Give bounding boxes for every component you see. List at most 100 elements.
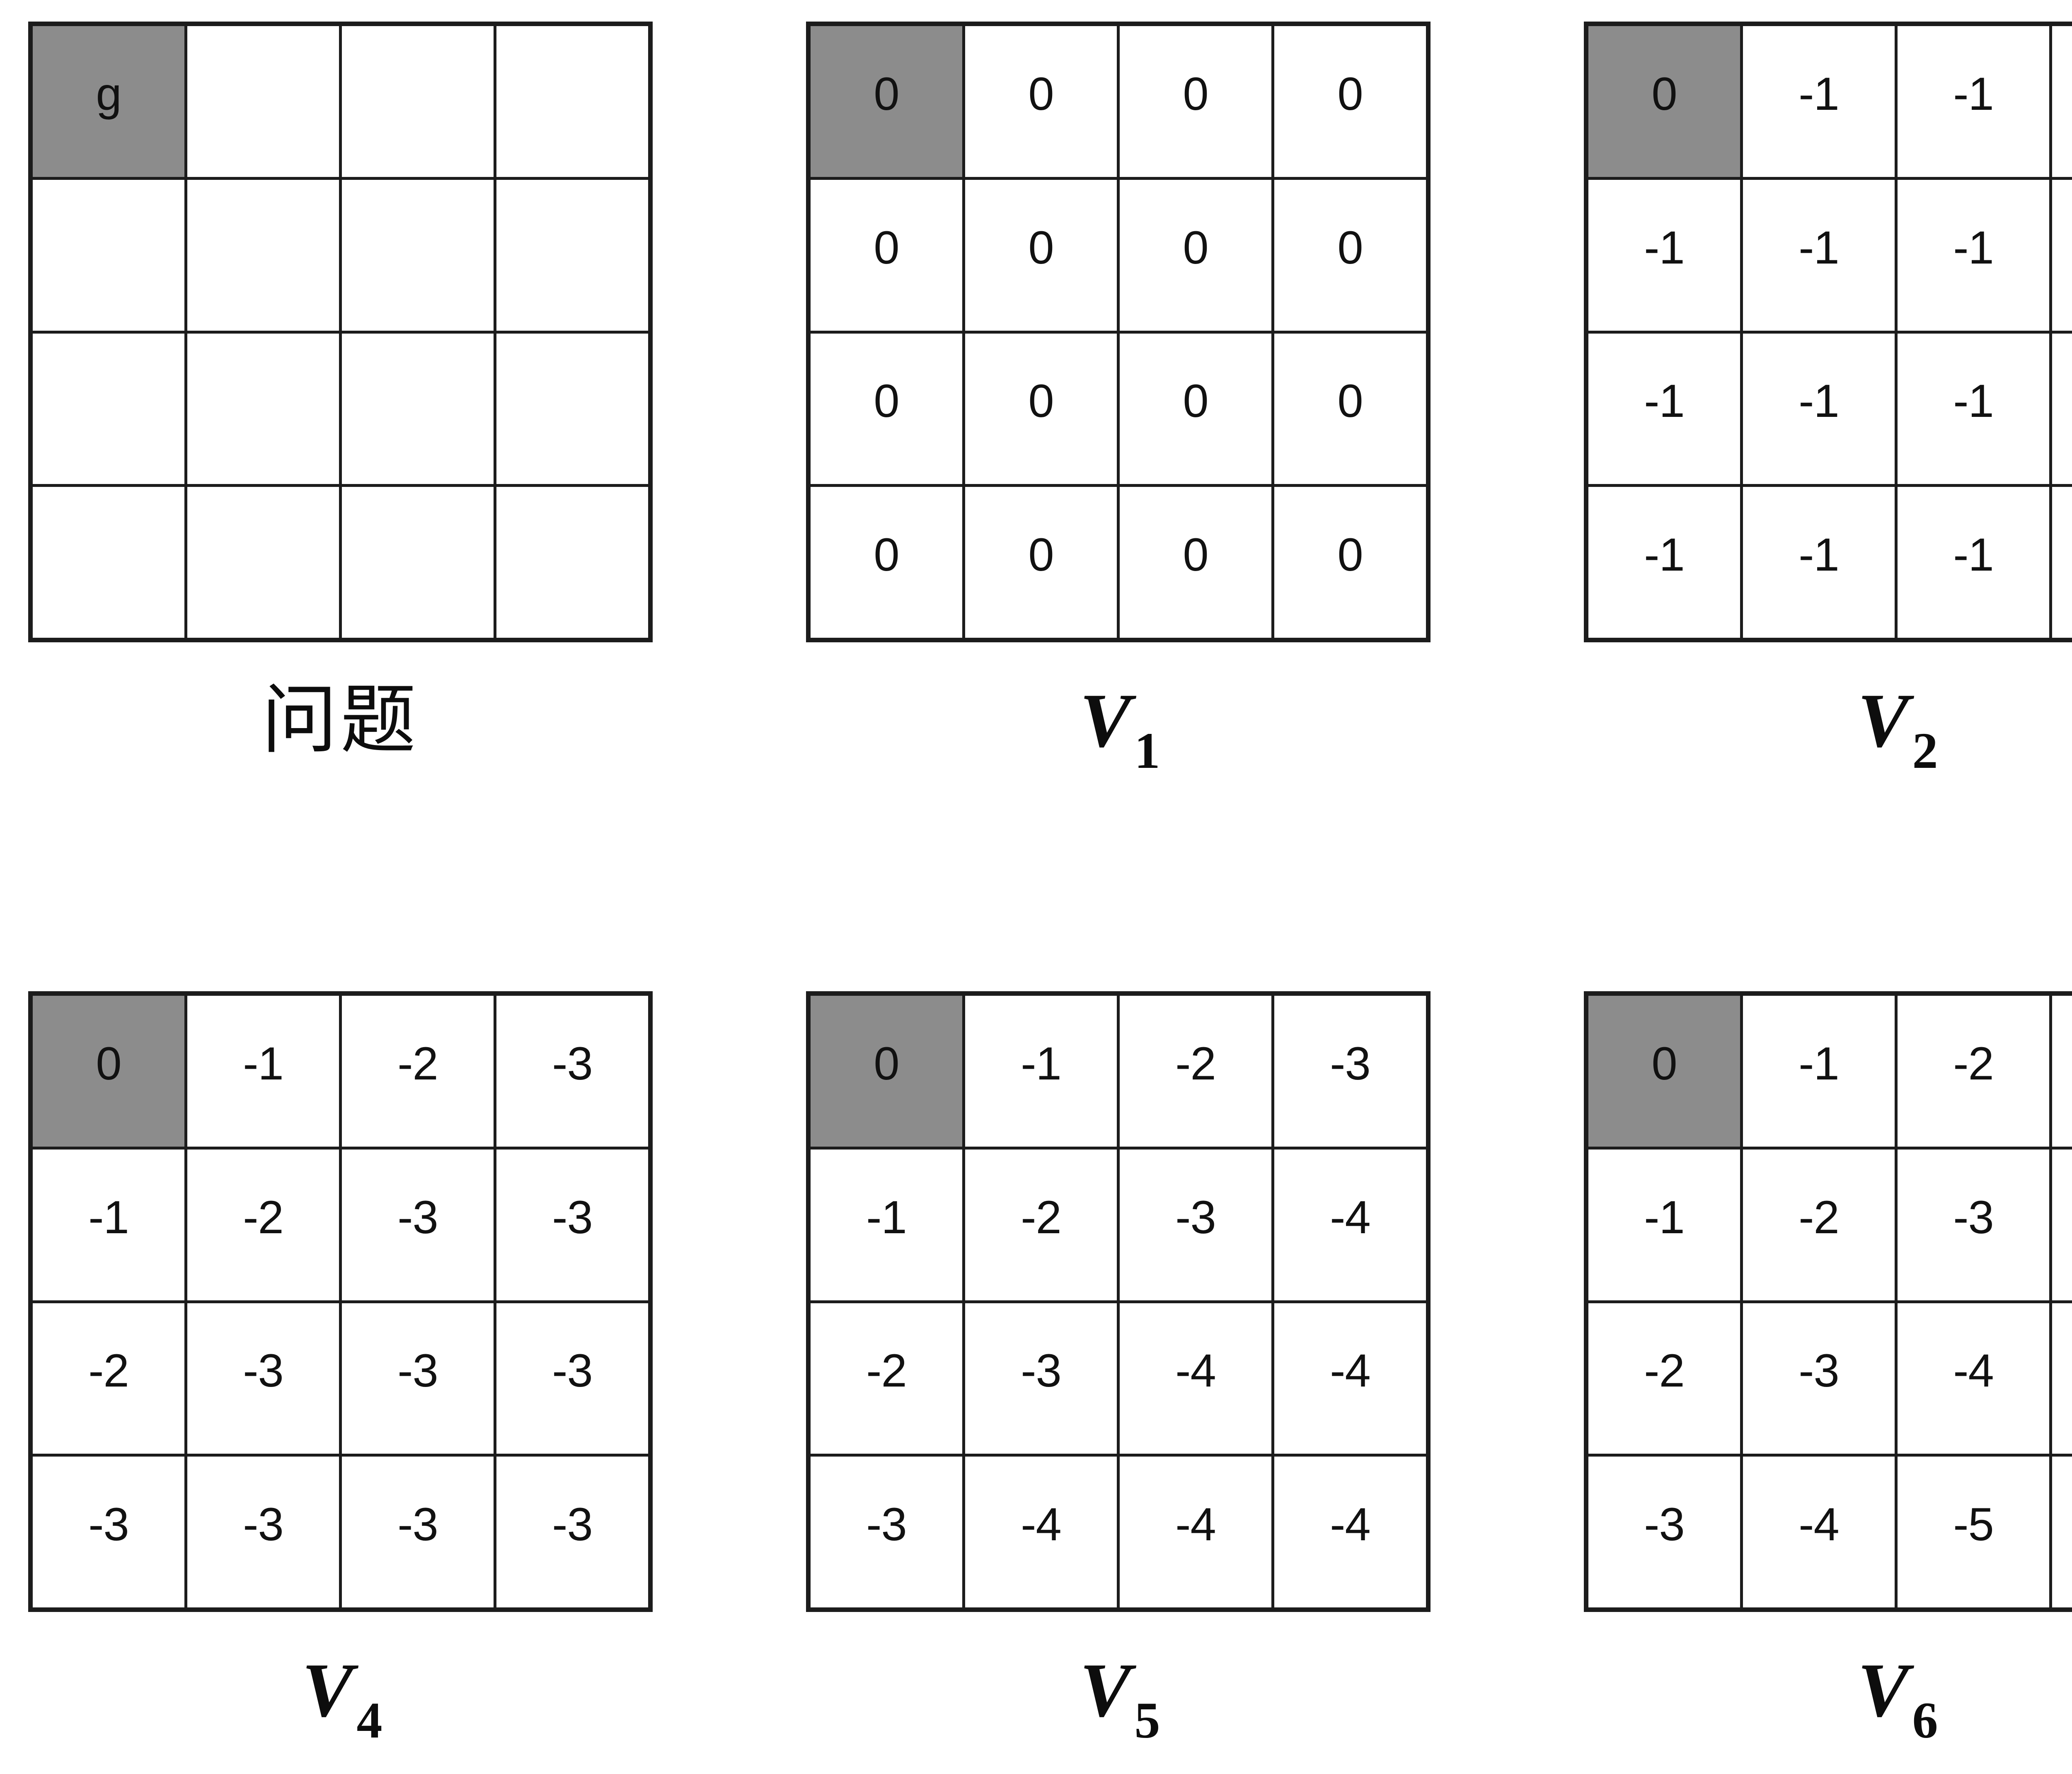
cell-v6-r0c1[interactable]: -1: [1740, 996, 1895, 1147]
cell-v4-r0c2[interactable]: -2: [339, 996, 494, 1147]
cell-v2-r0c1[interactable]: -1: [1740, 26, 1895, 177]
cell-v2-r1c1[interactable]: -1: [1740, 179, 1895, 331]
cell-v1-r0c3[interactable]: 0: [1271, 26, 1426, 177]
cell-v5-r1c2[interactable]: -3: [1117, 1149, 1271, 1300]
cell-v5-r2c2[interactable]: -4: [1117, 1303, 1271, 1454]
cell-v2-r0c0[interactable]: 0: [1588, 26, 1740, 177]
cell-v4-r2c3[interactable]: -3: [494, 1303, 648, 1454]
cell-problem-r1c0[interactable]: [33, 179, 184, 331]
cell-v2-r3c3[interactable]: -1: [2049, 487, 2072, 638]
cell-v6-r1c2[interactable]: -3: [1895, 1149, 2049, 1300]
cell-problem-r0c1[interactable]: [184, 26, 339, 177]
cell-problem-r2c3[interactable]: [494, 333, 648, 484]
cell-v6-r0c3[interactable]: -3: [2049, 996, 2072, 1147]
cell-v4-r3c3[interactable]: -3: [494, 1457, 648, 1607]
cell-v5-r0c3[interactable]: -3: [1271, 996, 1426, 1147]
cell-v6-r2c3[interactable]: -5: [2049, 1303, 2072, 1454]
cell-v5-r1c0[interactable]: -1: [811, 1149, 962, 1300]
cell-v2-r2c0[interactable]: -1: [1588, 333, 1740, 484]
cell-v4-r1c1[interactable]: -2: [184, 1149, 339, 1300]
cell-v6-r3c3[interactable]: -5: [2049, 1457, 2072, 1607]
cell-v1-r0c1[interactable]: 0: [962, 26, 1117, 177]
cell-v4-r2c2[interactable]: -3: [339, 1303, 494, 1454]
cell-v1-r1c3[interactable]: 0: [1271, 179, 1426, 331]
cell-problem-r1c1[interactable]: [184, 179, 339, 331]
cell-problem-r3c3[interactable]: [494, 487, 648, 638]
cell-v5-r3c0[interactable]: -3: [811, 1457, 962, 1607]
cell-v5-r0c1[interactable]: -1: [962, 996, 1117, 1147]
cell-v4-r0c3[interactable]: -3: [494, 996, 648, 1147]
cell-v6-r0c2[interactable]: -2: [1895, 996, 2049, 1147]
cell-v2-r3c1[interactable]: -1: [1740, 487, 1895, 638]
cell-problem-r3c2[interactable]: [339, 487, 494, 638]
cell-v1-r3c1[interactable]: 0: [962, 487, 1117, 638]
cell-v1-r1c1[interactable]: 0: [962, 179, 1117, 331]
cell-v5-r3c2[interactable]: -4: [1117, 1457, 1271, 1607]
cell-problem-r0c0[interactable]: g: [33, 26, 184, 177]
cell-v1-r2c1[interactable]: 0: [962, 333, 1117, 484]
cell-value: -3: [552, 1498, 593, 1551]
cell-v2-r0c2[interactable]: -1: [1895, 26, 2049, 177]
cell-v5-r0c2[interactable]: -2: [1117, 996, 1271, 1147]
cell-v6-r1c3[interactable]: -4: [2049, 1149, 2072, 1300]
cell-v2-r0c3[interactable]: -1: [2049, 26, 2072, 177]
cell-v4-r3c1[interactable]: -3: [184, 1457, 339, 1607]
cell-v1-r1c2[interactable]: 0: [1117, 179, 1271, 331]
cell-v2-r1c2[interactable]: -1: [1895, 179, 2049, 331]
cell-v1-r3c3[interactable]: 0: [1271, 487, 1426, 638]
cell-v5-r2c1[interactable]: -3: [962, 1303, 1117, 1454]
cell-v1-r2c2[interactable]: 0: [1117, 333, 1271, 484]
cell-problem-r0c3[interactable]: [494, 26, 648, 177]
cell-v4-r1c3[interactable]: -3: [494, 1149, 648, 1300]
cell-v4-r2c0[interactable]: -2: [33, 1303, 184, 1454]
cell-v6-r1c1[interactable]: -2: [1740, 1149, 1895, 1300]
cell-v2-r2c3[interactable]: -1: [2049, 333, 2072, 484]
cell-v1-r0c0[interactable]: 0: [811, 26, 962, 177]
cell-v1-r3c2[interactable]: 0: [1117, 487, 1271, 638]
cell-v4-r2c1[interactable]: -3: [184, 1303, 339, 1454]
cell-v5-r2c3[interactable]: -4: [1271, 1303, 1426, 1454]
cell-v2-r3c2[interactable]: -1: [1895, 487, 2049, 638]
cell-v5-r0c0[interactable]: 0: [811, 996, 962, 1147]
caption-subscript: 6: [1912, 1692, 1938, 1749]
cell-v4-r3c0[interactable]: -3: [33, 1457, 184, 1607]
cell-problem-r1c2[interactable]: [339, 179, 494, 331]
cell-v1-r0c2[interactable]: 0: [1117, 26, 1271, 177]
caption-base: V: [1080, 678, 1131, 763]
cell-v2-r1c0[interactable]: -1: [1588, 179, 1740, 331]
cell-value: -1: [1953, 375, 1994, 427]
cell-v4-r0c1[interactable]: -1: [184, 996, 339, 1147]
cell-v6-r2c1[interactable]: -3: [1740, 1303, 1895, 1454]
cell-v1-r3c0[interactable]: 0: [811, 487, 962, 638]
cell-v6-r2c2[interactable]: -4: [1895, 1303, 2049, 1454]
cell-problem-r3c0[interactable]: [33, 487, 184, 638]
cell-problem-r2c1[interactable]: [184, 333, 339, 484]
cell-v5-r1c3[interactable]: -4: [1271, 1149, 1426, 1300]
cell-v5-r3c1[interactable]: -4: [962, 1457, 1117, 1607]
cell-problem-r1c3[interactable]: [494, 179, 648, 331]
cell-v6-r0c0[interactable]: 0: [1588, 996, 1740, 1147]
cell-v4-r1c0[interactable]: -1: [33, 1149, 184, 1300]
cell-v6-r3c2[interactable]: -5: [1895, 1457, 2049, 1607]
cell-v4-r1c2[interactable]: -3: [339, 1149, 494, 1300]
cell-v4-r0c0[interactable]: 0: [33, 996, 184, 1147]
cell-v4-r3c2[interactable]: -3: [339, 1457, 494, 1607]
cell-v5-r3c3[interactable]: -4: [1271, 1457, 1426, 1607]
cell-v2-r3c0[interactable]: -1: [1588, 487, 1740, 638]
cell-v5-r2c0[interactable]: -2: [811, 1303, 962, 1454]
cell-v6-r2c0[interactable]: -2: [1588, 1303, 1740, 1454]
cell-problem-r2c0[interactable]: [33, 333, 184, 484]
cell-v6-r3c1[interactable]: -4: [1740, 1457, 1895, 1607]
cell-v1-r1c0[interactable]: 0: [811, 179, 962, 331]
cell-problem-r0c2[interactable]: [339, 26, 494, 177]
cell-v2-r1c3[interactable]: -1: [2049, 179, 2072, 331]
cell-v5-r1c1[interactable]: -2: [962, 1149, 1117, 1300]
cell-v1-r2c3[interactable]: 0: [1271, 333, 1426, 484]
cell-v6-r3c0[interactable]: -3: [1588, 1457, 1740, 1607]
cell-problem-r2c2[interactable]: [339, 333, 494, 484]
cell-v2-r2c1[interactable]: -1: [1740, 333, 1895, 484]
cell-problem-r3c1[interactable]: [184, 487, 339, 638]
cell-v6-r1c0[interactable]: -1: [1588, 1149, 1740, 1300]
cell-v2-r2c2[interactable]: -1: [1895, 333, 2049, 484]
cell-v1-r2c0[interactable]: 0: [811, 333, 962, 484]
